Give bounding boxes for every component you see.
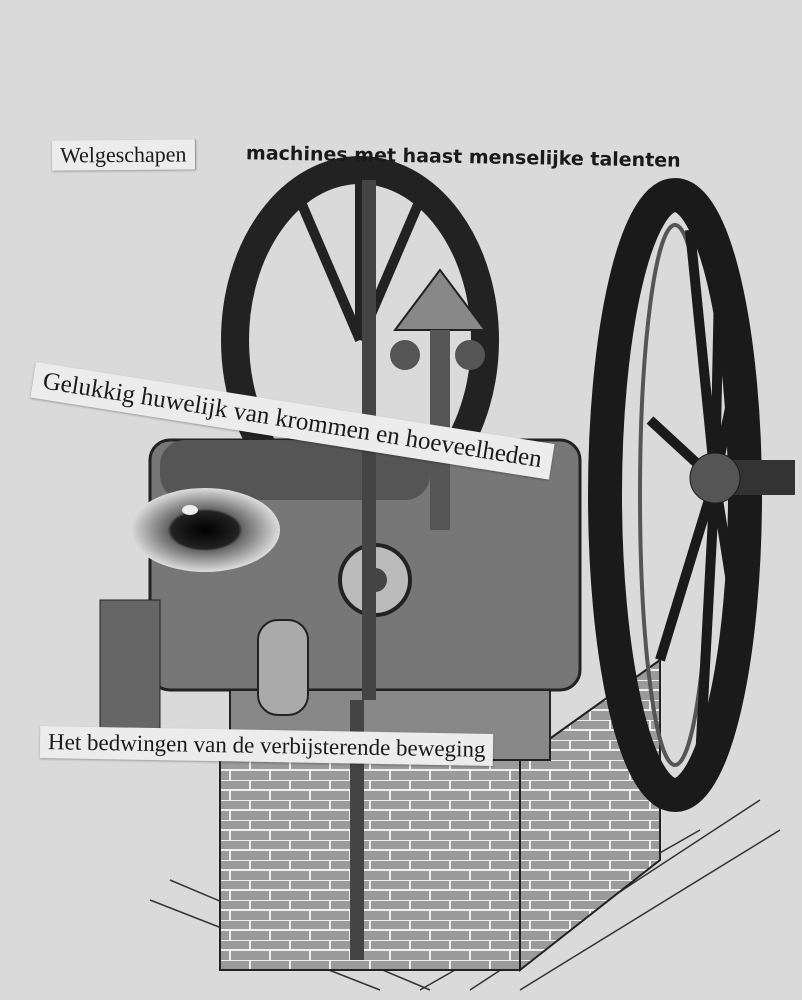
eye bbox=[130, 488, 280, 572]
brick-base bbox=[219, 759, 521, 971]
caption-title-word: Welgeschapen bbox=[51, 139, 196, 171]
front-flywheel bbox=[588, 178, 795, 812]
